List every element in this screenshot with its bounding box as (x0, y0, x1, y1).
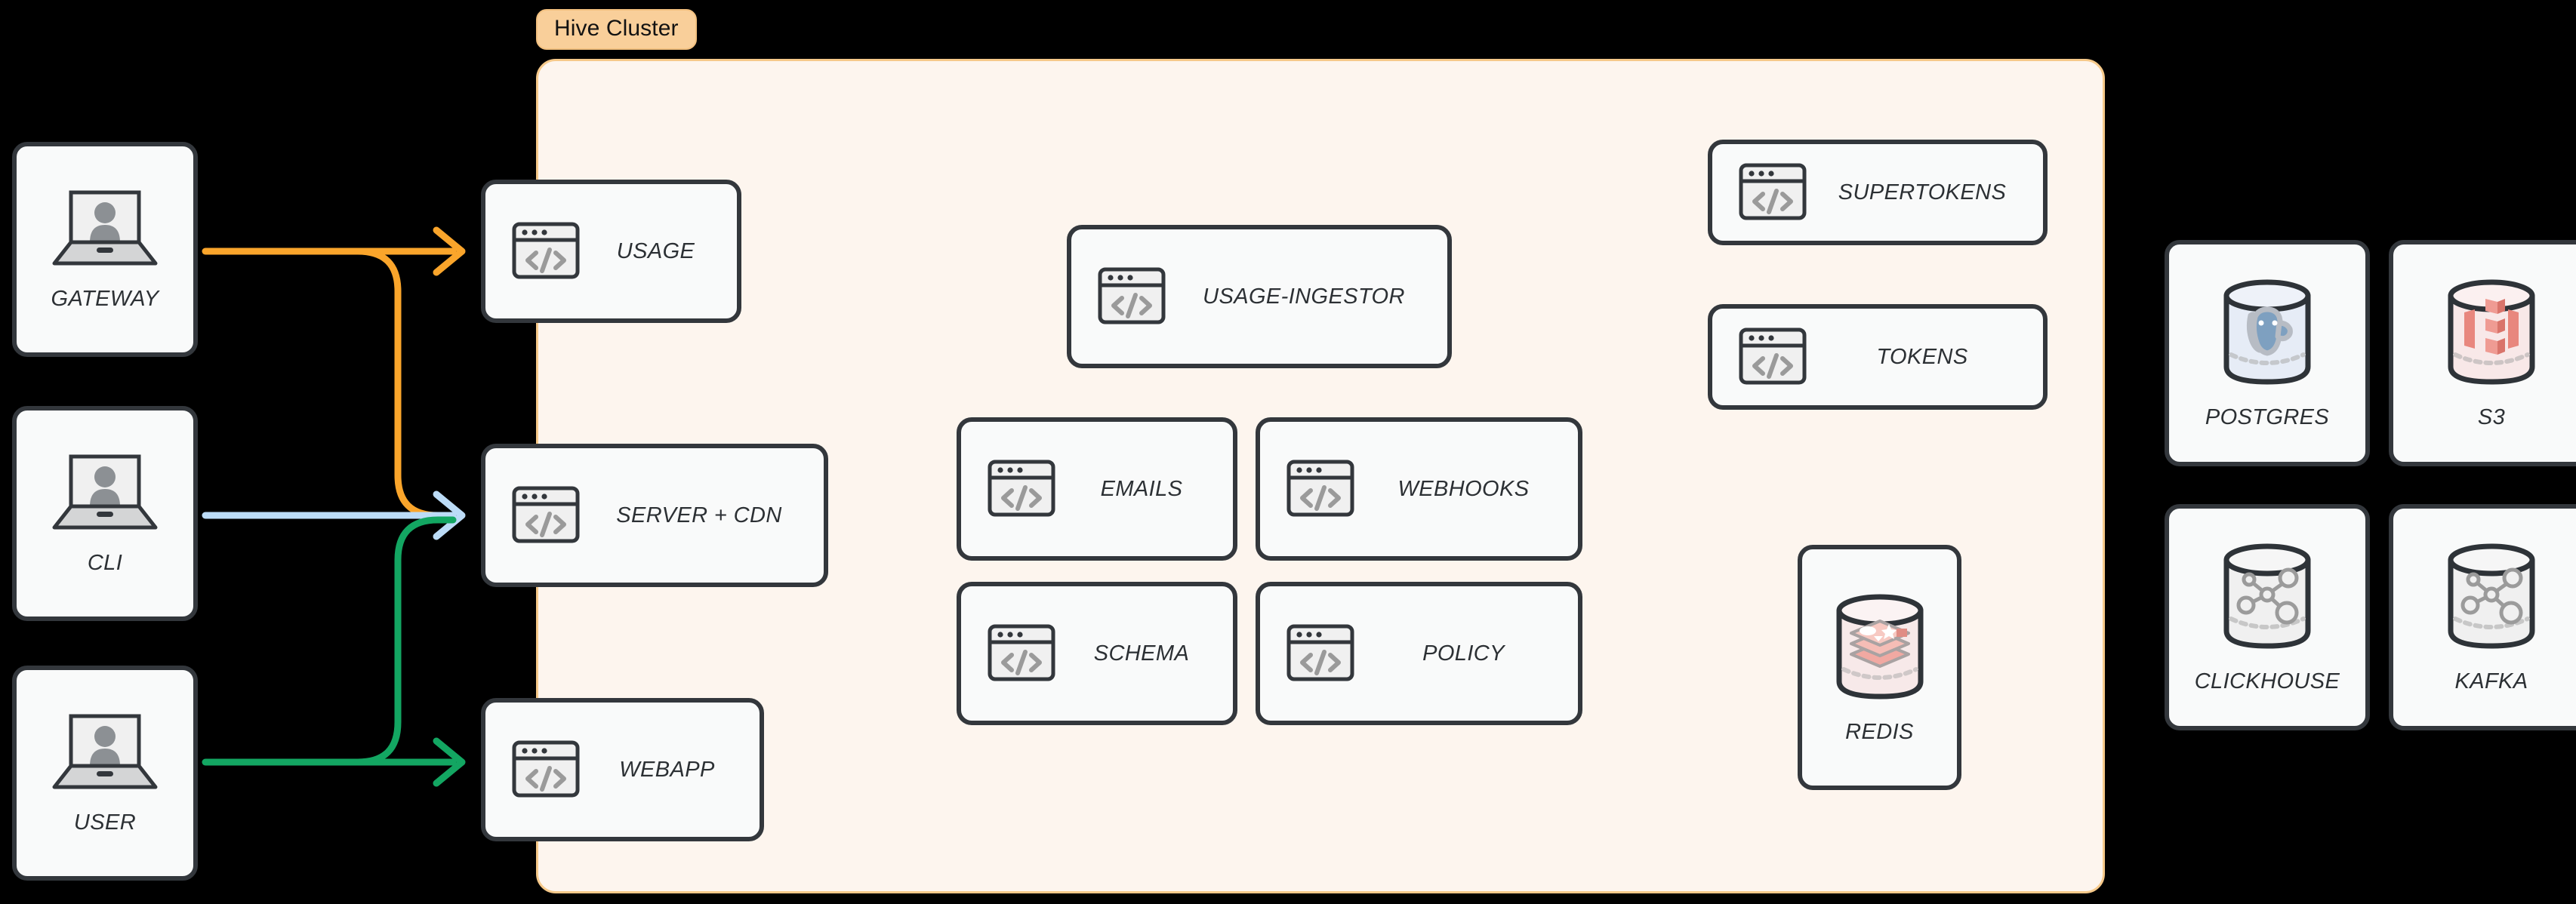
code-window-icon (1286, 617, 1355, 690)
service-label: SUPERTOKENS (1838, 180, 2007, 204)
service-card-usage-ingestor[interactable]: USAGE-INGESTOR (1067, 225, 1452, 368)
laptop-user-icon (50, 712, 160, 795)
code-window-icon (511, 733, 581, 807)
client-card-user[interactable]: USER (12, 666, 198, 881)
service-card-policy[interactable]: POLICY (1256, 582, 1582, 725)
client-label: USER (73, 810, 137, 835)
client-card-gateway[interactable]: GATEWAY (12, 142, 198, 357)
datastore-card-kafka[interactable]: KAFKA (2389, 504, 2576, 730)
service-card-server-cdn[interactable]: SERVER + CDN (481, 444, 828, 587)
code-window-icon (987, 617, 1056, 690)
service-label: POLICY (1422, 641, 1505, 666)
generic-database-icon (2442, 540, 2541, 654)
datastore-label: REDIS (1845, 719, 1914, 744)
edge-gateway-to-server (354, 248, 457, 519)
edge-user-to-server (354, 516, 457, 766)
edge-cli-to-server-arrowhead (433, 490, 466, 540)
code-window-icon (1738, 156, 1807, 229)
code-window-icon (511, 215, 581, 288)
service-label: WEBAPP (619, 757, 715, 782)
edge-user-to-webapp-arrowhead (433, 737, 466, 787)
datastore-label: KAFKA (2454, 669, 2528, 693)
generic-database-icon (2217, 540, 2317, 654)
code-window-icon (1286, 453, 1355, 526)
service-label: SCHEMA (1093, 641, 1190, 666)
service-label: SERVER + CDN (616, 503, 782, 527)
redis-database-icon (1830, 591, 1930, 705)
service-card-webhooks[interactable]: WEBHOOKS (1256, 417, 1582, 561)
datastore-label: POSTGRES (2205, 405, 2330, 429)
service-label: TOKENS (1876, 344, 1968, 369)
laptop-user-icon (50, 188, 160, 272)
service-label: EMAILS (1100, 476, 1183, 501)
datastore-label: CLICKHOUSE (2194, 669, 2340, 693)
service-card-schema[interactable]: SCHEMA (957, 582, 1237, 725)
service-label: WEBHOOKS (1397, 476, 1530, 501)
code-window-icon (1097, 260, 1166, 334)
service-card-supertokens[interactable]: SUPERTOKENS (1708, 140, 2048, 245)
service-label: USAGE-INGESTOR (1203, 284, 1405, 309)
service-card-emails[interactable]: EMAILS (957, 417, 1237, 561)
client-card-cli[interactable]: CLI (12, 406, 198, 621)
datastore-card-redis[interactable]: REDIS (1798, 545, 1961, 790)
service-label: USAGE (616, 238, 695, 263)
code-window-icon (1738, 321, 1807, 394)
service-card-webapp[interactable]: WEBAPP (481, 698, 764, 841)
code-window-icon (987, 453, 1056, 526)
postgres-database-icon (2217, 276, 2317, 390)
client-label: CLI (87, 550, 123, 575)
service-card-usage[interactable]: USAGE (481, 180, 741, 323)
datastore-card-clickhouse[interactable]: CLICKHOUSE (2165, 504, 2370, 730)
s3-database-icon (2442, 276, 2541, 390)
hive-cluster-badge: Hive Cluster (536, 9, 697, 50)
datastore-card-s3[interactable]: S3 (2389, 240, 2576, 466)
code-window-icon (511, 479, 581, 552)
laptop-user-icon (50, 452, 160, 536)
edge-gateway-to-usage-arrowhead (433, 226, 466, 276)
datastore-label: S3 (2477, 405, 2506, 429)
service-card-tokens[interactable]: TOKENS (1708, 304, 2048, 410)
client-label: GATEWAY (51, 286, 159, 311)
datastore-card-postgres[interactable]: POSTGRES (2165, 240, 2370, 466)
